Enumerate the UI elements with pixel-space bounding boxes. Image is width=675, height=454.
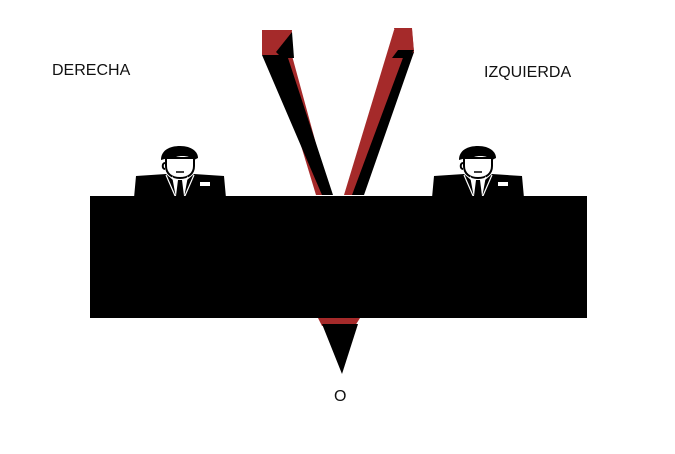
tie-right — [474, 180, 482, 198]
hair-right — [459, 146, 496, 160]
v-bottom-tip-black — [322, 324, 358, 374]
v-right-arm-black — [352, 52, 414, 195]
v-right-arm-cap — [394, 28, 414, 52]
v-left-arm-black — [262, 30, 333, 195]
head-right — [463, 157, 493, 180]
label-izquierda: IZQUIERDA — [484, 64, 572, 81]
label-derecha: DERECHA — [52, 62, 131, 79]
businessman-right — [432, 146, 524, 199]
v-right-arm-red — [344, 30, 414, 195]
black-table — [90, 196, 587, 318]
tie-left — [176, 180, 184, 198]
v-right-arm-cap-shadow — [392, 50, 414, 58]
label-o: O — [334, 388, 347, 405]
v-symbol — [262, 28, 414, 374]
v-left-arm-cap-shadow — [276, 32, 294, 58]
hair-left — [161, 146, 198, 160]
head-left — [165, 157, 195, 180]
businessman-left — [134, 146, 226, 199]
